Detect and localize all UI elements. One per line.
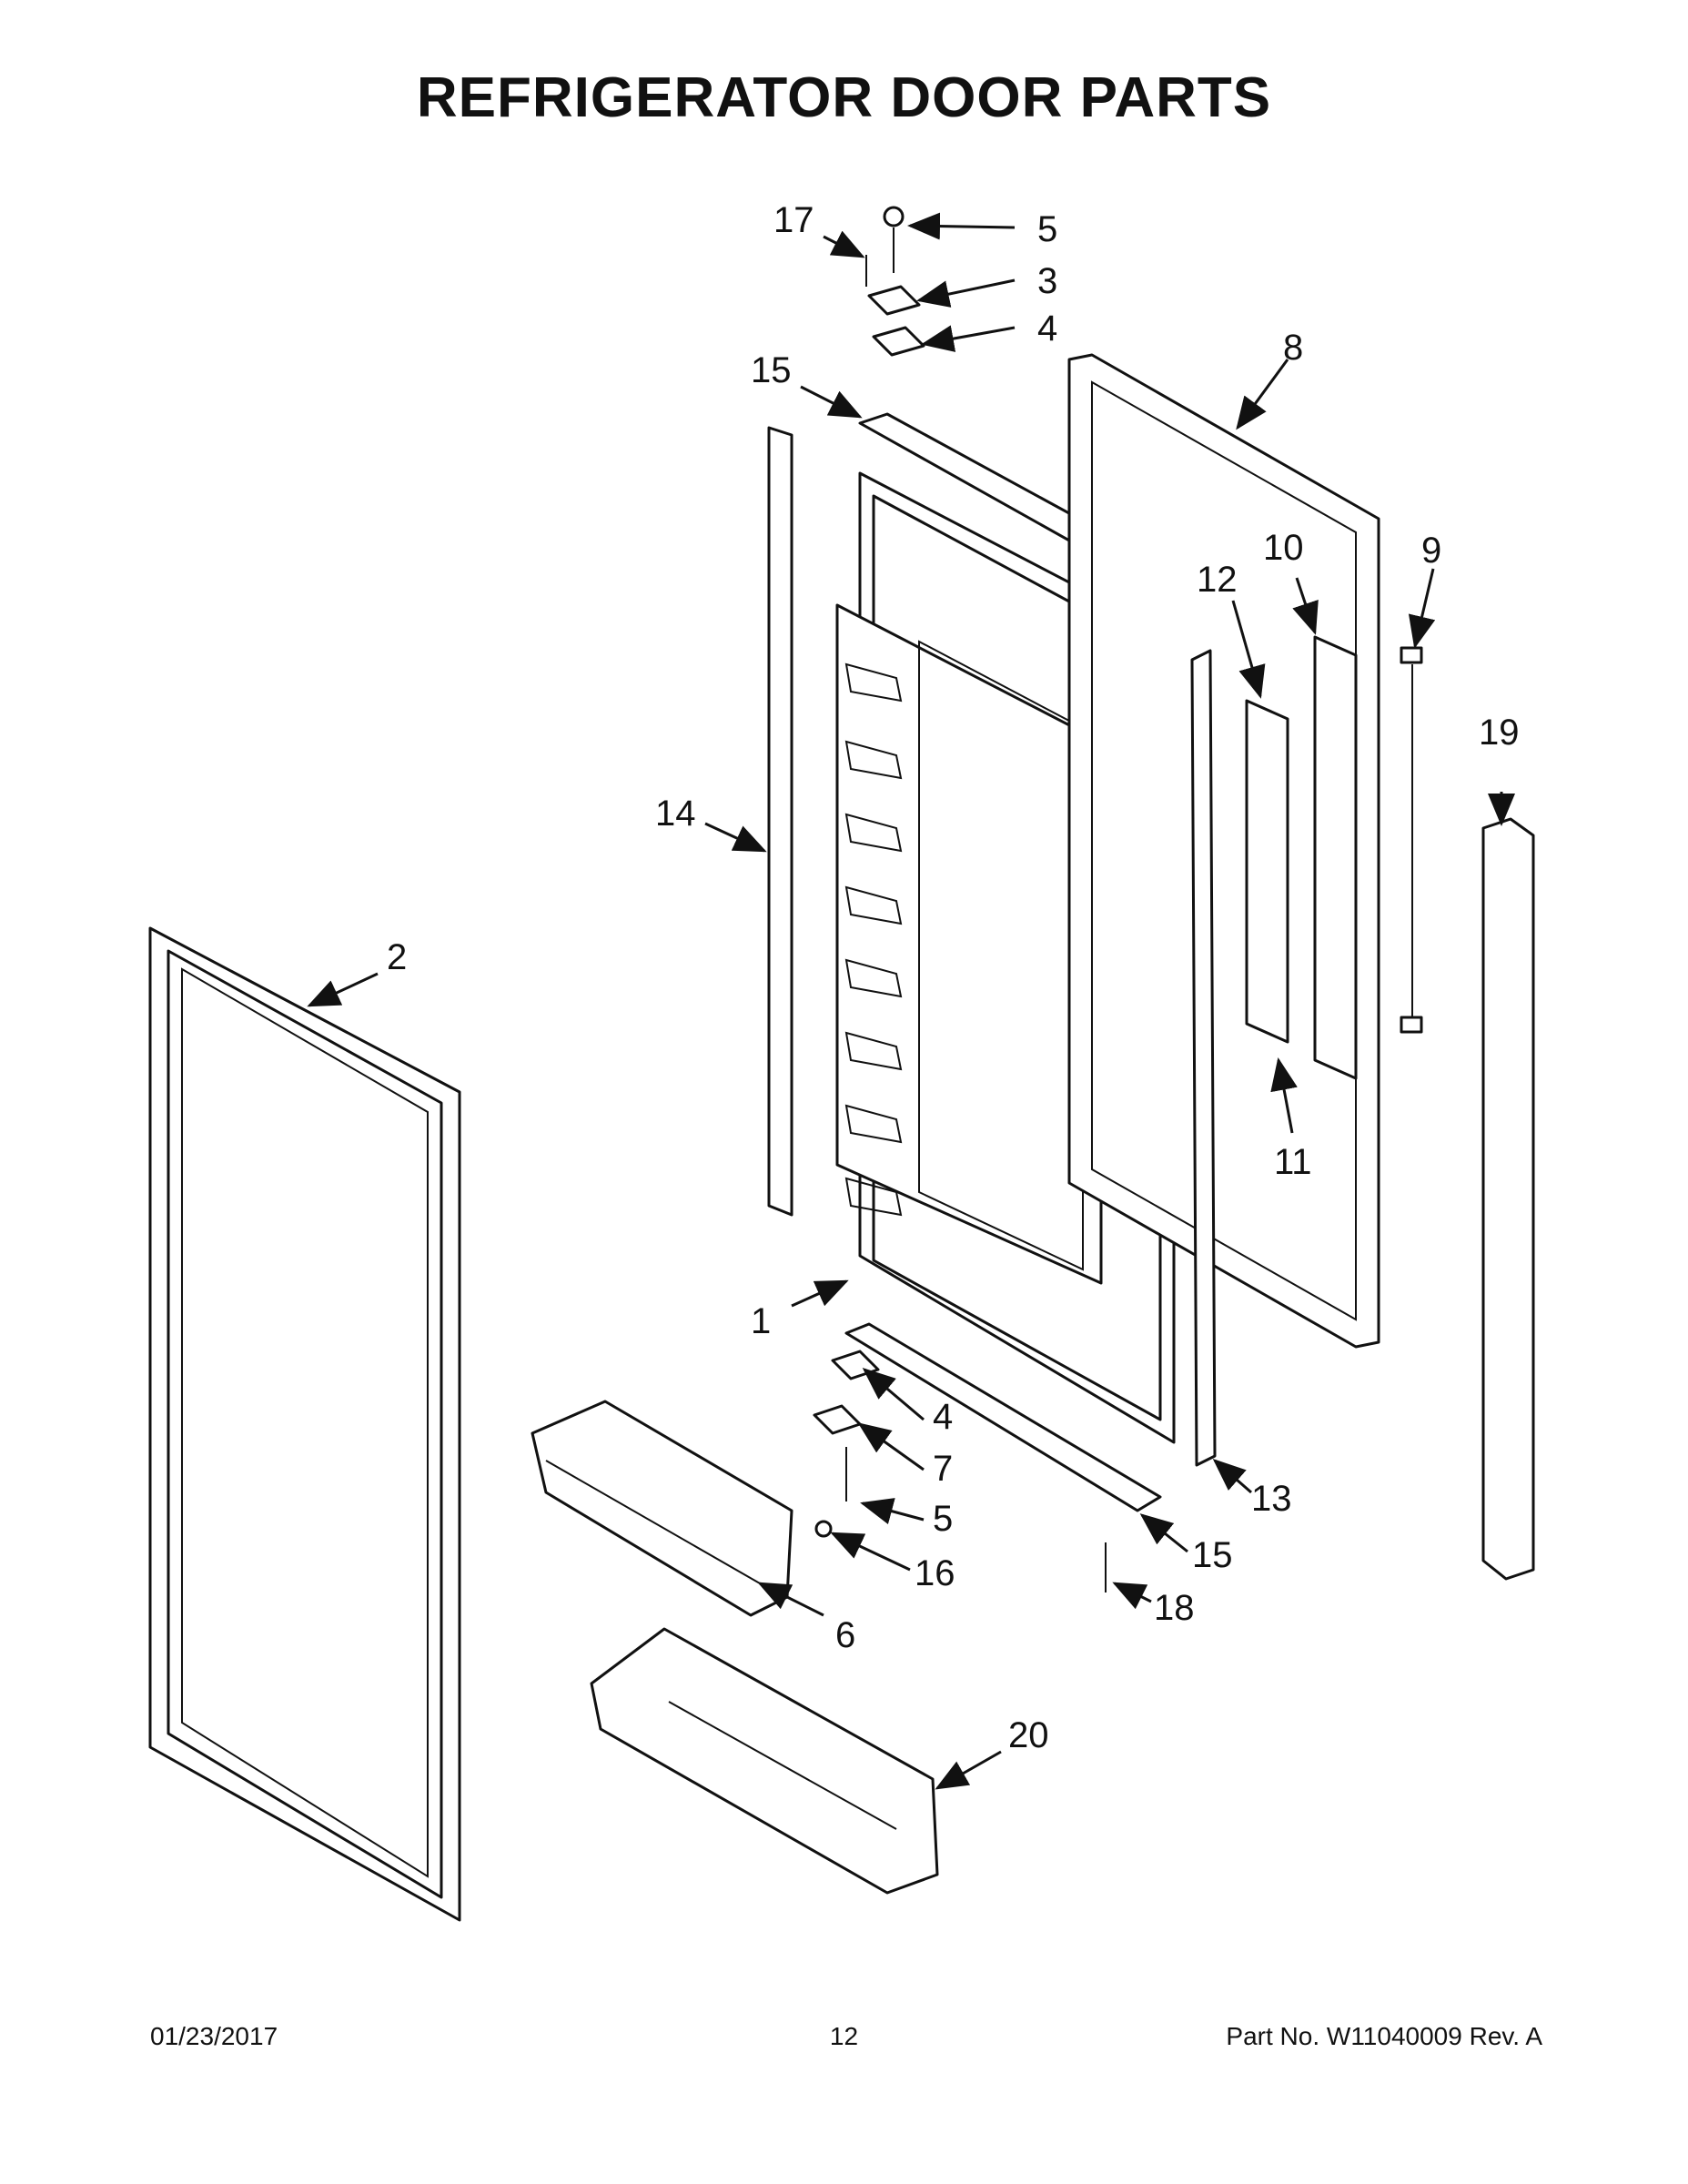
callout-5-top: 5 xyxy=(1037,209,1057,249)
trim-strip-part xyxy=(1481,817,1535,1581)
callout-13: 13 xyxy=(1251,1479,1292,1519)
callout-7: 7 xyxy=(933,1449,953,1489)
callout-16: 16 xyxy=(915,1553,955,1593)
callout-11: 11 xyxy=(1274,1142,1312,1182)
vertical-strip-part xyxy=(767,426,793,1217)
channel-part xyxy=(1313,635,1358,1080)
callout-15-top: 15 xyxy=(751,350,792,390)
callout-6: 6 xyxy=(835,1615,855,1655)
callout-20: 20 xyxy=(1008,1715,1049,1755)
callout-10: 10 xyxy=(1263,528,1304,568)
bottom-hinge-hardware xyxy=(813,1350,1107,1592)
callout-17: 17 xyxy=(773,200,814,240)
label-part xyxy=(1245,699,1289,1044)
footer-date: 01/23/2017 xyxy=(150,2022,278,2050)
callout-5-bottom: 5 xyxy=(933,1499,953,1539)
callout-12: 12 xyxy=(1197,560,1238,600)
callout-8: 8 xyxy=(1283,328,1303,368)
footer-page-number: 12 xyxy=(829,2022,859,2050)
callout-15-bottom: 15 xyxy=(1192,1535,1233,1575)
mounting-strip-part xyxy=(1190,649,1217,1467)
callout-2: 2 xyxy=(387,937,407,977)
callout-19: 19 xyxy=(1479,713,1520,753)
wire-harness-part xyxy=(1400,646,1423,1034)
footer-part-number: Part No. W11040009 Rev. A xyxy=(1226,2022,1542,2050)
top-hinge-hardware xyxy=(865,206,925,357)
callout-3: 3 xyxy=(1037,261,1057,301)
door-gasket-part xyxy=(148,926,461,1922)
callout-4-bottom: 4 xyxy=(933,1397,953,1437)
door-bin-large-part xyxy=(590,1627,939,1895)
page-title: REFRIGERATOR DOOR PARTS xyxy=(416,66,1272,129)
door-bin-small-part xyxy=(531,1400,793,1617)
callout-1: 1 xyxy=(751,1301,771,1341)
callout-labels: 5 3 4 17 15 8 12 10 9 19 14 2 11 1 4 7 5… xyxy=(387,200,1520,1755)
callout-18: 18 xyxy=(1154,1588,1195,1628)
callout-arrows xyxy=(307,212,1515,1790)
callout-4-top: 4 xyxy=(1037,308,1057,349)
callout-9: 9 xyxy=(1421,531,1441,571)
bottom-bracket-part xyxy=(844,1322,1162,1512)
callout-14: 14 xyxy=(655,794,696,834)
